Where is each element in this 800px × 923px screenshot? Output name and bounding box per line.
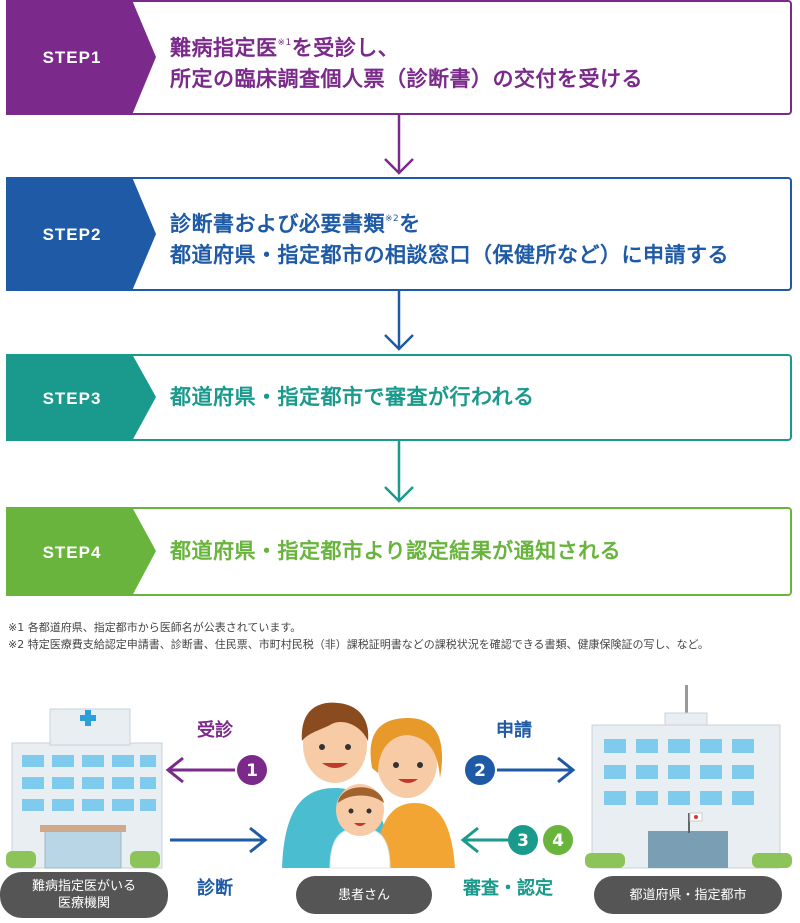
footnote-1: ※1 各都道府県、指定都市から医師名が公表されています。 [8, 621, 302, 634]
review-arrow: 3 4 [460, 825, 573, 855]
step-4-tab [6, 507, 156, 596]
hospital-building-icon [6, 708, 163, 869]
review-number-3: 3 [517, 831, 529, 851]
review-number-4: 4 [552, 831, 564, 851]
review-label: 審査・認定 [463, 878, 553, 899]
step-1-box: STEP1 難病指定医※1を受診し、 所定の臨床調査個人票（診断書）の交付を受け… [6, 0, 792, 115]
hospital-caption: 難病指定医がいる医療機関 [0, 872, 168, 918]
step-4-label: STEP4 [42, 543, 102, 562]
flow-illustration: 1 2 3 4 [6, 685, 792, 869]
diagnosis-label: 診断 [197, 878, 233, 899]
arrow-down-1 [384, 115, 414, 175]
step-4-text: 都道府県・指定都市より認定結果が通知される [170, 539, 622, 563]
step-4-box: STEP4 都道府県・指定都市より認定結果が通知される [6, 507, 792, 596]
step-2-tab [6, 177, 156, 291]
step-1-tab [6, 0, 156, 115]
apply-number: 2 [474, 761, 486, 781]
step-2-text: 診断書および必要書類※2を 都道府県・指定都市の相談窓口（保健所など）に申請する [170, 212, 729, 267]
government-caption: 都道府県・指定都市 [594, 876, 782, 914]
consult-number: 1 [246, 761, 258, 781]
patient-family-icon [282, 702, 455, 869]
apply-arrow: 2 [465, 755, 576, 785]
patient-caption: 患者さん [296, 876, 432, 914]
government-building-icon [585, 685, 792, 869]
apply-label: 申請 [496, 720, 532, 741]
diagnosis-arrow [170, 826, 268, 854]
step-3-tab [6, 354, 156, 441]
arrow-down-2 [384, 291, 414, 351]
step-3-box: STEP3 都道府県・指定都市で審査が行われる [6, 354, 792, 441]
step-3-label: STEP3 [42, 389, 102, 408]
arrow-down-3 [384, 441, 414, 503]
step-1-label: STEP1 [42, 48, 102, 67]
step-1-text: 難病指定医※1を受診し、 所定の臨床調査個人票（診断書）の交付を受ける [170, 36, 643, 91]
step-2-label: STEP2 [42, 225, 102, 244]
consult-arrow: 1 [165, 755, 267, 785]
step-3-text: 都道府県・指定都市で審査が行われる [170, 385, 535, 409]
consult-label: 受診 [197, 720, 233, 741]
step-2-box: STEP2 診断書および必要書類※2を 都道府県・指定都市の相談窓口（保健所など… [6, 177, 792, 291]
footnote-2: ※2 特定医療費支給認定申請書、診断書、住民票、市町村民税（非）課税証明書などの… [8, 638, 709, 651]
